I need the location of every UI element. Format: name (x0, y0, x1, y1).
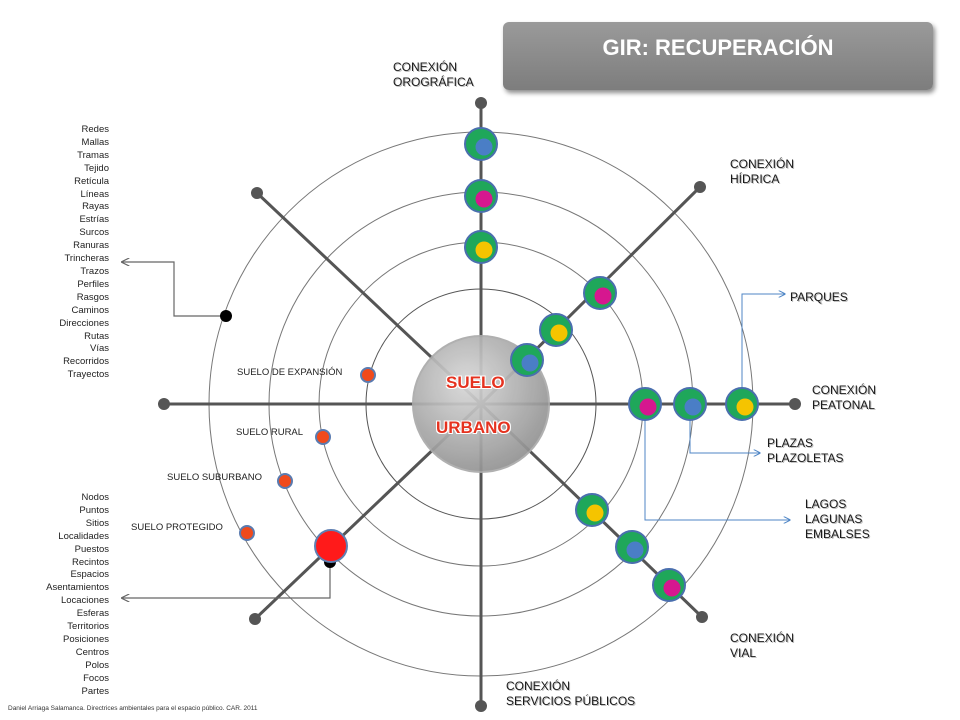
axis-end-dot (158, 398, 170, 410)
axis-end-dot (249, 613, 261, 625)
label-suelo-suburbano: SUELO SUBURBANO (167, 472, 263, 483)
list-item: Trazos (80, 265, 109, 277)
center-label-suelo: SUELO (446, 373, 505, 392)
list-item: Trayectos (67, 369, 109, 381)
list-item: Recintos (72, 556, 109, 568)
label-suelo-expansion: SUELO DE EXPANSIÓN (237, 367, 343, 378)
list-item: Centros (75, 646, 109, 658)
list-item: Redes (81, 124, 109, 135)
list-item: Líneas (80, 188, 109, 200)
list-item: Partes (81, 685, 109, 697)
list-item: Recorridos (63, 356, 109, 368)
axis-end-dot (251, 187, 263, 199)
list-item: Polos (85, 659, 109, 671)
list-item: Ranuras (73, 240, 109, 252)
node-core-magenta (475, 190, 493, 208)
ring-marker-rural (315, 429, 331, 445)
node-core-blue (626, 541, 644, 559)
list-item: Vías (89, 343, 109, 355)
list-item: Rutas (84, 330, 109, 342)
connector-points (122, 562, 331, 598)
list-item: Sitios (85, 517, 109, 529)
list-item: Caminos (71, 304, 110, 316)
axis-end-dot (789, 398, 801, 410)
list-item: Localidades (58, 530, 109, 542)
list-item: Trincheras (64, 253, 109, 265)
axis-end-dot (696, 611, 708, 623)
list-item: Rayas (82, 201, 109, 213)
list-item: Retícula (74, 175, 109, 187)
list-item: Rasgos (76, 291, 109, 303)
node-core-yellow (736, 398, 754, 416)
connector-lagos (644, 404, 790, 520)
ring-marker-suburbano (277, 473, 293, 489)
list-item: Puestos (74, 543, 109, 555)
list-item: Perfiles (77, 278, 109, 290)
red-node (314, 529, 348, 563)
axis-end-dot (475, 97, 487, 109)
list-item: Asentamientos (46, 582, 109, 594)
title-banner: GIR: RECUPERACIÓN (503, 22, 933, 90)
list-item: Estrías (79, 214, 109, 226)
list-item: Posiciones (63, 633, 109, 645)
node-core-blue (521, 354, 539, 372)
node-core-magenta (594, 287, 612, 305)
list-item: Puntos (79, 504, 109, 516)
list-item: Territorios (67, 621, 109, 633)
ring-marker-expansion (360, 367, 376, 383)
connector-parques (741, 294, 785, 404)
list-item: Tramas (77, 149, 109, 161)
list-item: Focos (83, 672, 109, 684)
node-core-magenta (663, 579, 681, 597)
ring-marker-protegido (239, 525, 255, 541)
lines-dot (220, 310, 232, 322)
list-item: Mallas (81, 136, 109, 148)
node-core-magenta (639, 398, 657, 416)
node-core-yellow (550, 324, 568, 342)
label-suelo-protegido: SUELO PROTEGIDO (131, 522, 223, 533)
list-item: Locaciones (60, 595, 109, 607)
connector-lines (122, 262, 226, 317)
list-item: Surcos (79, 227, 109, 239)
credit-text: Daniel Arriaga Salamanca. Directrices am… (8, 705, 258, 712)
label-parques: PARQUES (790, 290, 848, 304)
center-label-urbano: URBANO (436, 418, 511, 437)
node-core-yellow (475, 241, 493, 259)
axis-end-dot (475, 700, 487, 712)
axis-end-dot (694, 181, 706, 193)
list-item: Direcciones (59, 317, 109, 329)
list-item: Espacios (70, 569, 109, 581)
list-item: Tejido (84, 162, 109, 174)
label-suelo-rural: SUELO RURAL (236, 427, 304, 438)
node-core-yellow (586, 504, 604, 522)
node-core-blue (475, 138, 493, 156)
list-item: Nodos (81, 492, 109, 503)
list-item: Esferas (76, 608, 109, 620)
node-core-blue (684, 398, 702, 416)
